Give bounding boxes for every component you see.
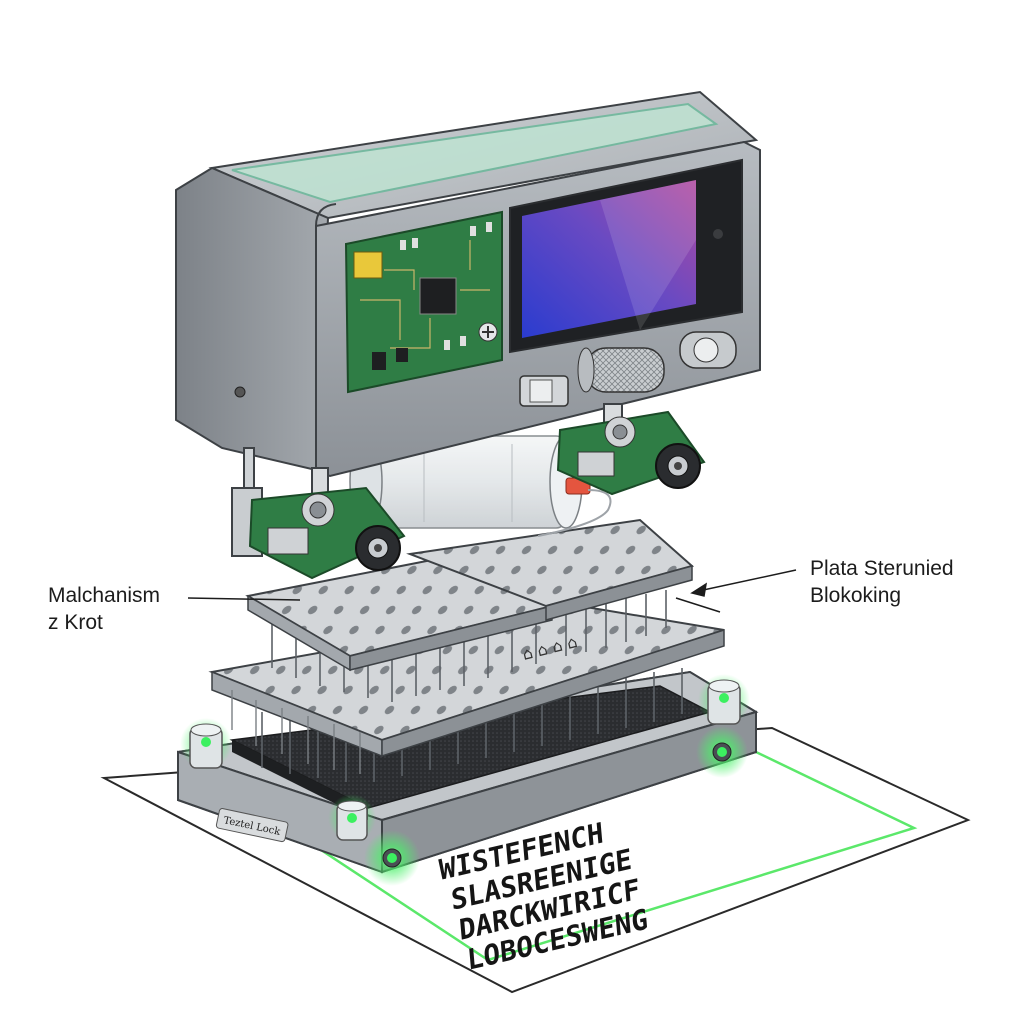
lower-pin-plate (208, 604, 725, 782)
glass-top-panel (231, 102, 719, 204)
led-light (698, 674, 750, 726)
led-light (180, 718, 232, 770)
led-light (328, 794, 376, 842)
leader-line-right (693, 569, 797, 593)
front-pcb (344, 210, 503, 394)
callout-plate-label: Plata Sterunied Blokoking (810, 555, 954, 609)
callout-left-line-1: Malchanism (48, 584, 161, 607)
leader-line-left (187, 597, 301, 601)
screen-sensor (713, 229, 723, 239)
leader-arrowhead (690, 582, 708, 597)
callout-mechanism-label: Malchanism z Krot (48, 582, 160, 636)
upper-pin-plate-right (406, 518, 695, 656)
led-light (696, 726, 748, 778)
corner-leds (180, 674, 750, 886)
base-label-plaque: Teztel Lock (215, 808, 289, 843)
led-light (364, 830, 420, 886)
gear-knob[interactable] (655, 443, 701, 489)
toggle-button[interactable] (679, 331, 737, 369)
upper-pin-plate-left (245, 554, 555, 702)
callout-left-line-2: z Krot (48, 611, 103, 634)
callout-right-line-2: Blokoking (810, 584, 902, 607)
knurled-knob[interactable] (577, 347, 665, 393)
motor-board-right (556, 410, 706, 496)
motor-board-left (248, 486, 406, 580)
display-screen (509, 158, 743, 354)
microcontroller-chip (419, 277, 457, 315)
gear-knob[interactable] (355, 525, 401, 571)
callout-right-line-1: Plata Sterunied (810, 557, 954, 580)
side-screw (234, 386, 246, 398)
controls-row (519, 331, 737, 407)
base-plate: Teztel Lock (177, 670, 759, 874)
callout-leaders (187, 569, 797, 613)
yellow-component (353, 251, 383, 279)
wire (537, 489, 612, 537)
